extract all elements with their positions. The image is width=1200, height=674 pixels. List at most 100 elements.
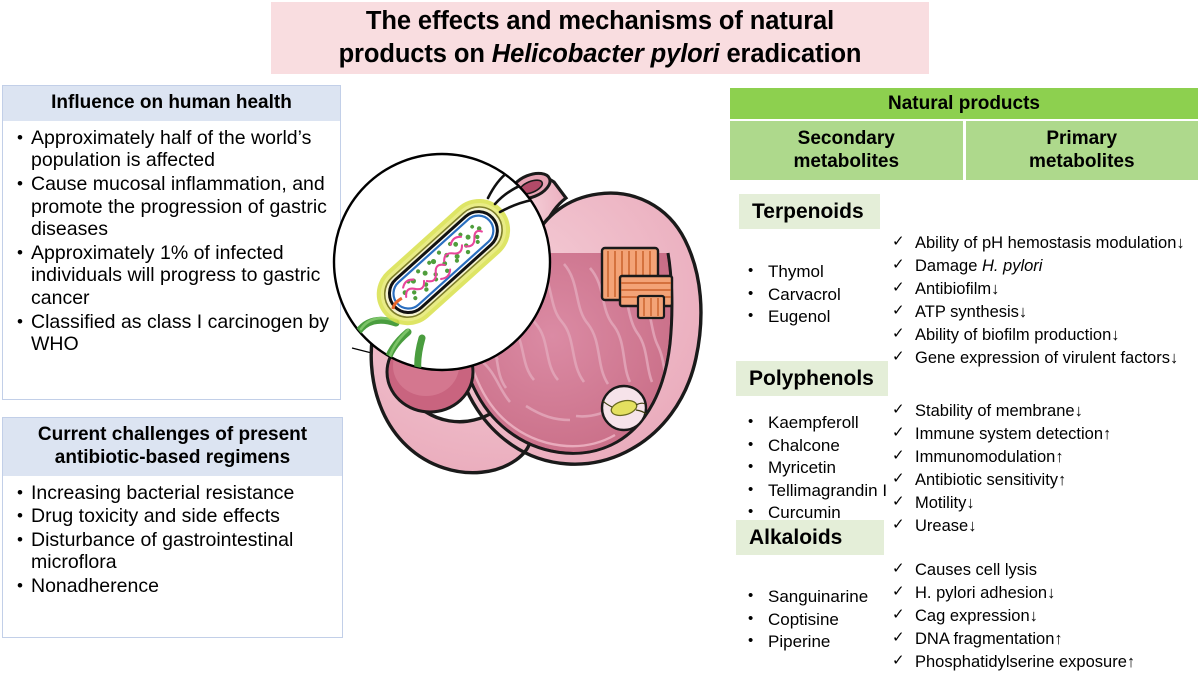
compound-label: Curcumin [768, 503, 841, 523]
list-item: ✓ Gene expression of virulent factors↓ [892, 347, 1192, 370]
effect-label: Ability of biofilm production↓ [915, 325, 1120, 344]
check-icon: ✓ [892, 492, 905, 510]
bullet-icon: • [17, 482, 23, 502]
check-icon: ✓ [892, 446, 905, 464]
bullet-icon: • [748, 503, 754, 521]
nucleoid-dna [402, 229, 483, 298]
list-item: ✓ Causes cell lysis [892, 559, 1192, 582]
primary-metabolites-cell: Primary metabolites [965, 121, 1198, 180]
natural-products-title: Natural products [887, 92, 1041, 114]
bullet-icon: • [748, 307, 754, 325]
title-species-name: Helicobacter pylori [491, 40, 720, 68]
list-item-label: Approximately half of the world’s popula… [31, 126, 312, 172]
page-title-banner: The effects and mechanisms of natural pr… [271, 2, 929, 74]
list-item: • Myricetin [746, 457, 906, 480]
effect-label: Antibiofilm↓ [915, 279, 1000, 298]
list-item: ✓ Stability of membrane↓ [892, 400, 1192, 423]
list-item: ✓ H. pylori adhesion↓ [892, 582, 1192, 605]
list-item-label: Nonadherence [31, 575, 159, 598]
secondary-metabolites-line1: Secondary [797, 128, 895, 150]
list-item: ✓ Phosphatidylserine exposure↑ [892, 651, 1192, 674]
category-chip-alkaloids: Alkaloids [736, 520, 884, 555]
bullet-icon: • [17, 506, 23, 526]
effect-species-name: H. pylori [981, 256, 1043, 275]
secondary-metabolites-line2: metabolites [793, 150, 900, 172]
list-item: • Tellimagrandin I [746, 480, 906, 503]
bullet-icon: • [748, 609, 754, 627]
effect-label: Cag expression↓ [915, 606, 1038, 625]
compound-label: Eugenol [768, 307, 831, 327]
bullet-icon: • [17, 529, 23, 549]
panel-challenges-body: • Increasing bacterial resistance • Drug… [3, 476, 342, 603]
list-item: • Nonadherence [9, 575, 334, 598]
compound-label: Kaempferoll [768, 413, 859, 432]
effect-label: Gene expression of virulent factors↓ [915, 348, 1179, 367]
list-item: • Curcumin [746, 502, 906, 525]
check-icon: ✓ [892, 651, 905, 669]
bullet-icon: • [17, 311, 23, 331]
list-item: ✓ ATP synthesis↓ [892, 301, 1192, 324]
list-item-label: Increasing bacterial resistance [31, 481, 295, 504]
compound-list-polyphenols: • Kaempferoll • Chalcone • Myricetin • T… [746, 412, 906, 525]
list-item: • Classified as class I carcinogen by WH… [9, 311, 332, 356]
list-item: • Thymol [746, 261, 906, 284]
list-item: ✓ Urease↓ [892, 515, 1192, 538]
compound-list-alkaloids: • Sanguinarine • Coptisine • Piperine [746, 586, 906, 654]
check-icon: ✓ [892, 582, 905, 600]
effects-list-terpenoids: ✓ Ability of pH hemostasis modulation↓ ✓… [892, 232, 1192, 370]
check-icon: ✓ [892, 255, 905, 273]
panel-influence-on-human-health: Influence on human health • Approximatel… [2, 85, 341, 400]
central-illustration [330, 120, 750, 540]
bullet-icon: • [748, 458, 754, 476]
bullet-icon: • [748, 262, 754, 279]
effect-label-prefix: Damage [915, 256, 982, 275]
effect-label: H. pylori adhesion↓ [915, 583, 1056, 602]
metabolite-columns-row: Secondary metabolites Primary metabolite… [730, 121, 1198, 180]
list-item: ✓ Damage H. pylori [892, 255, 1192, 278]
list-item: • Coptisine [746, 609, 906, 632]
bullet-icon: • [748, 284, 754, 302]
list-item-label: Cause mucosal inflammation, and promote … [31, 173, 327, 241]
list-item: • Eugenol [746, 306, 906, 329]
compound-label: Thymol [768, 262, 824, 281]
effect-label: Immune system detection↑ [915, 424, 1112, 443]
compound-label: Tellimagrandin I [768, 480, 888, 500]
list-item: • Cause mucosal inflammation, and promot… [9, 173, 332, 241]
check-icon: ✓ [892, 423, 905, 441]
compound-label: Piperine [768, 632, 831, 652]
check-icon: ✓ [892, 469, 905, 487]
effect-label: Causes cell lysis [915, 561, 1037, 579]
list-item: ✓ Antibiofilm↓ [892, 278, 1192, 301]
compound-list-terpenoids: • Thymol • Carvacrol • Eugenol [746, 261, 906, 329]
bullet-icon: • [17, 242, 23, 262]
check-icon: ✓ [892, 401, 905, 418]
check-icon: ✓ [892, 324, 905, 342]
effect-label: Damage H. pylori [915, 255, 1042, 278]
check-icon: ✓ [892, 560, 905, 577]
check-icon: ✓ [892, 628, 905, 646]
category-label-terpenoids: Terpenoids [752, 199, 864, 223]
compound-label: Chalcone [768, 435, 840, 455]
list-item: ✓ Antibiotic sensitivity↑ [892, 469, 1192, 492]
list-item: ✓ Ability of biofilm production↓ [892, 324, 1192, 347]
effect-label: Urease↓ [915, 516, 977, 535]
panel-influence-body: • Approximately half of the world’s popu… [3, 121, 340, 361]
category-chip-polyphenols: Polyphenols [736, 361, 888, 396]
list-item: • Carvacrol [746, 284, 906, 307]
muscle-layer-detail [600, 246, 674, 320]
bullet-icon: • [748, 435, 754, 453]
primary-metabolites-line2: metabolites [1028, 150, 1135, 172]
compound-label: Sanguinarine [768, 587, 869, 606]
effect-label: Antibiotic sensitivity↑ [915, 470, 1067, 489]
bullet-icon: • [17, 576, 23, 596]
category-label-polyphenols: Polyphenols [749, 366, 874, 390]
category-label-alkaloids: Alkaloids [749, 525, 843, 549]
list-item: ✓ DNA fragmentation↑ [892, 628, 1192, 651]
panel-influence-heading: Influence on human health [3, 86, 340, 121]
list-item-label: Approximately 1% of infected individuals… [31, 241, 321, 310]
category-chip-terpenoids: Terpenoids [739, 194, 880, 229]
list-item: • Increasing bacterial resistance [9, 482, 334, 505]
list-item-label: Classified as class I carcinogen by WHO [31, 310, 330, 356]
check-icon: ✓ [892, 301, 905, 319]
list-item: ✓ Immune system detection↑ [892, 423, 1192, 446]
